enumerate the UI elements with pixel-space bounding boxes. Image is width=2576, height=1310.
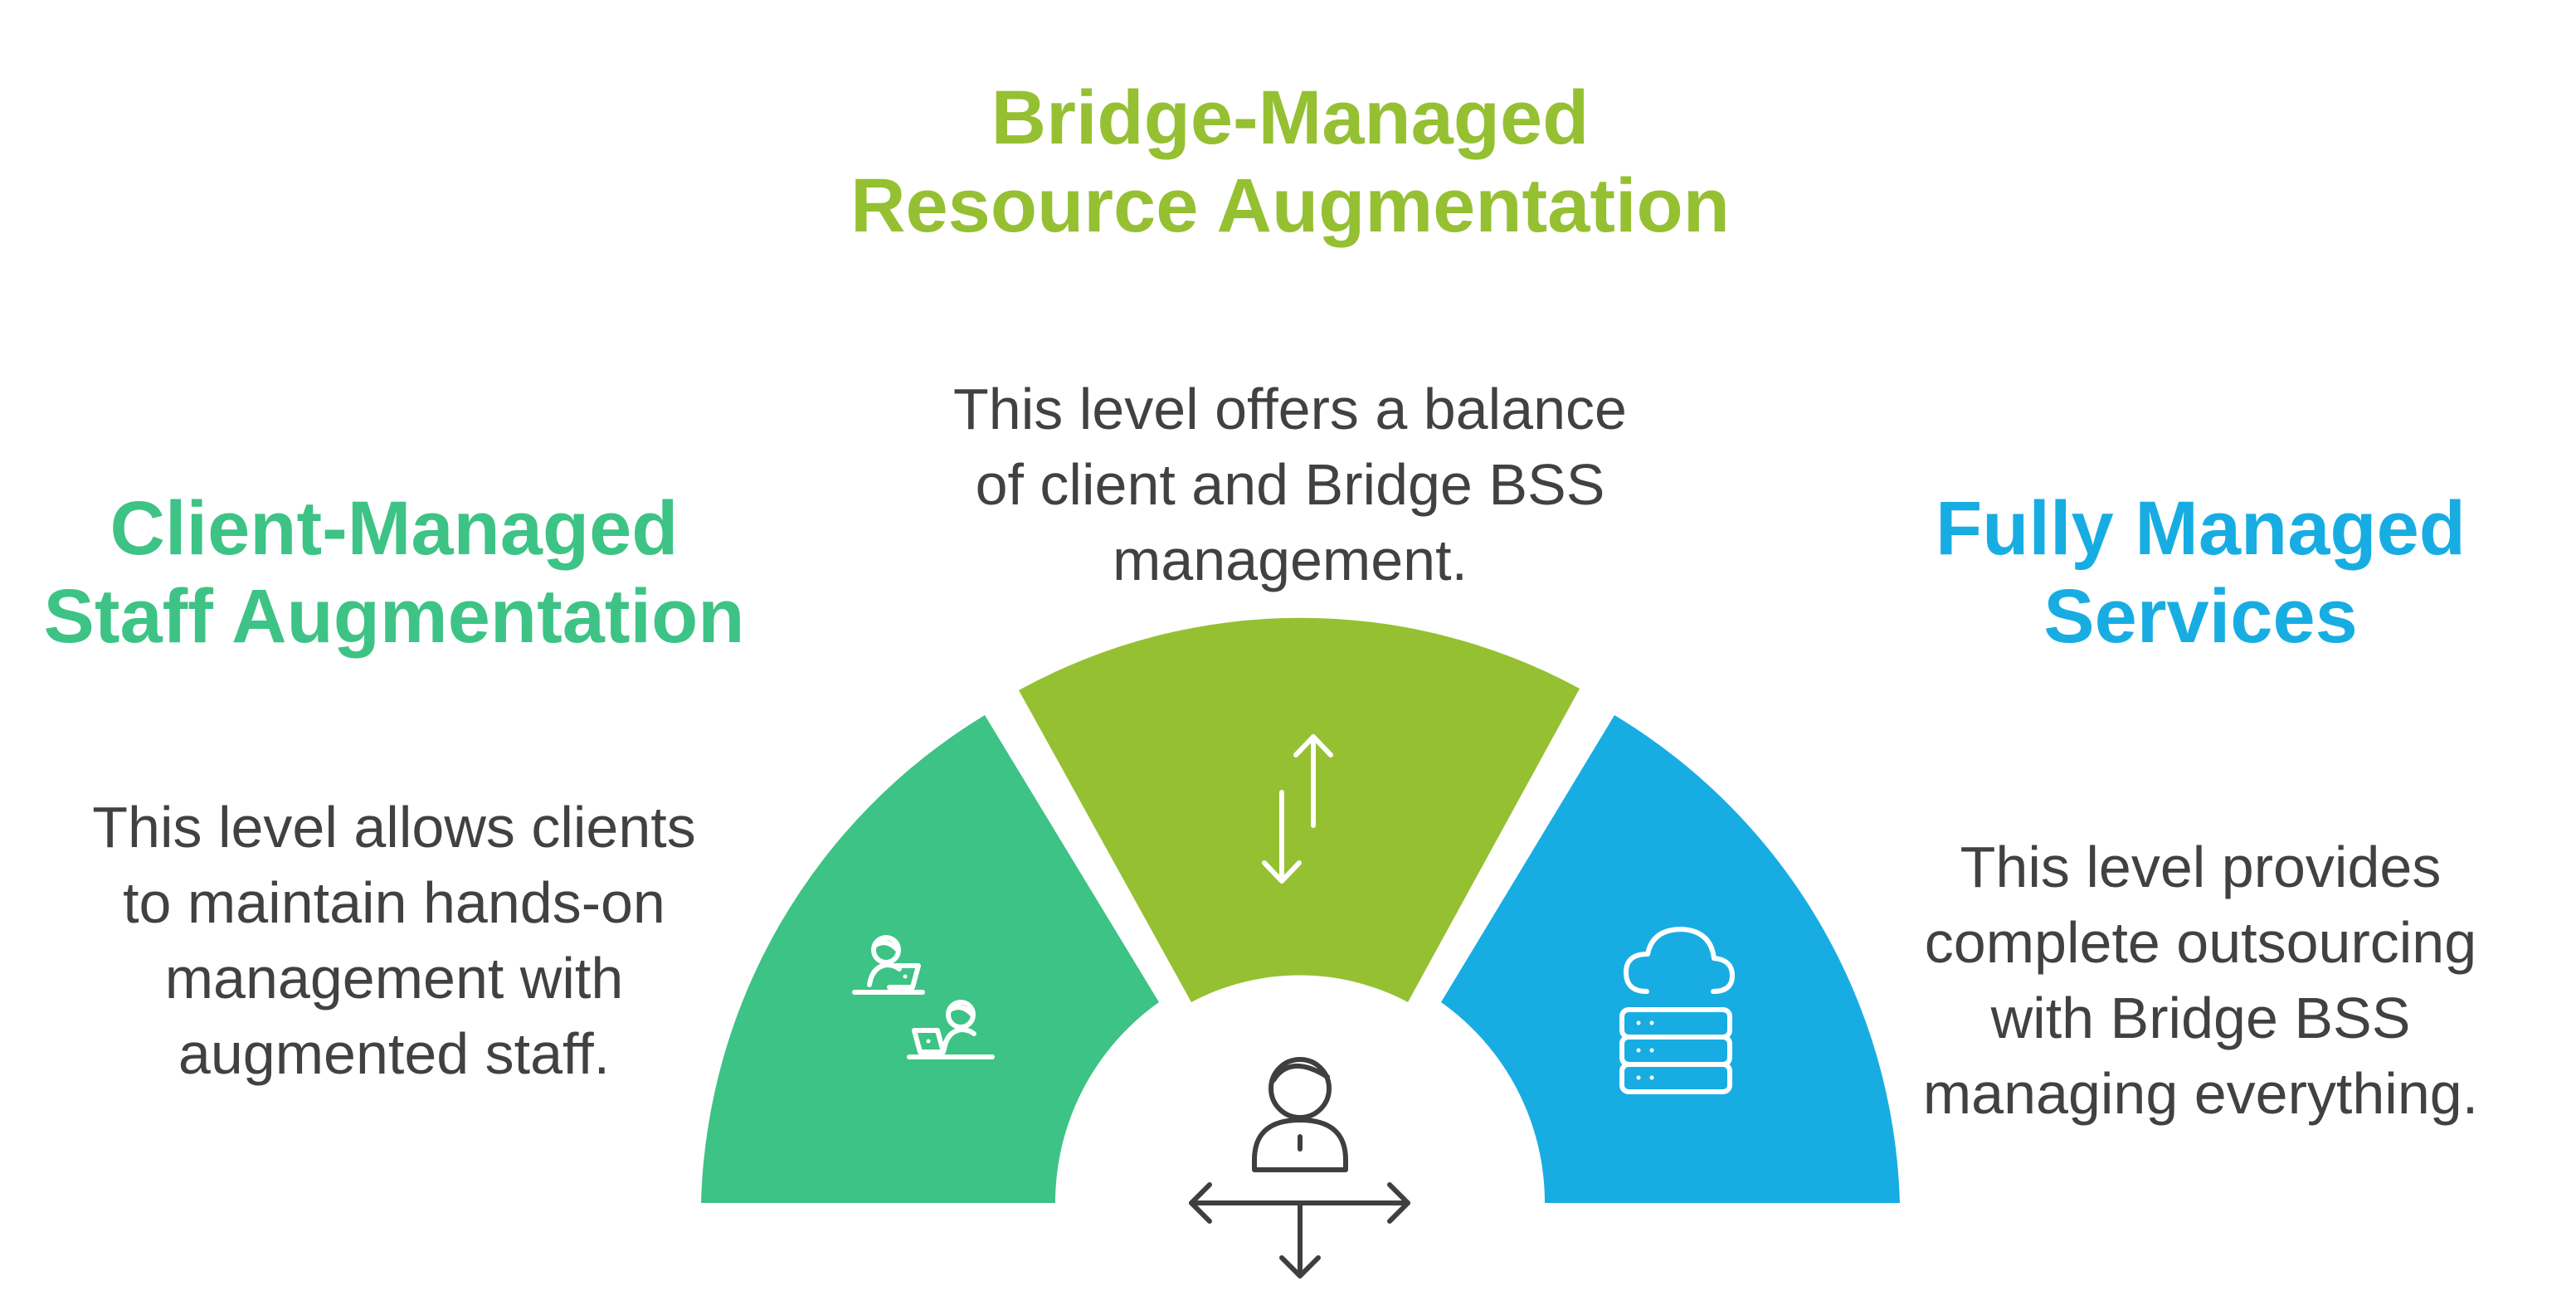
middle-desc-line-1: This level offers a balance xyxy=(953,377,1627,441)
right-title-line-1: Fully Managed xyxy=(1936,486,2466,571)
segment-middle xyxy=(1019,617,1580,1002)
middle-title-line-1: Bridge-Managed xyxy=(991,75,1590,160)
segment-left xyxy=(701,715,1159,1203)
middle-segment-title: Bridge-Managed Resource Augmentation xyxy=(801,75,1780,251)
right-segment-description: This level provides complete outsourcing… xyxy=(1825,830,2576,1132)
right-segment-title: Fully Managed Services xyxy=(1825,485,2576,661)
cloud-server-icon xyxy=(1619,927,1735,1094)
middle-segment-description: This level offers a balance of client an… xyxy=(801,372,1780,598)
right-desc-line-2: complete outsourcing xyxy=(1924,910,2477,975)
right-desc-line-4: managing everything. xyxy=(1922,1061,2479,1126)
left-title-line-2: Staff Augmentation xyxy=(43,573,745,659)
left-desc-line-4: augmented staff. xyxy=(178,1021,611,1086)
segment-right xyxy=(1441,715,1900,1203)
middle-desc-line-2: of client and Bridge BSS xyxy=(975,452,1605,517)
right-desc-line-1: This level provides xyxy=(1960,835,2442,899)
left-title-line-1: Client-Managed xyxy=(110,486,679,571)
up-down-arrows-icon xyxy=(1262,734,1333,884)
left-desc-line-3: management with xyxy=(164,946,624,1011)
middle-desc-line-3: management. xyxy=(1112,528,1468,592)
middle-title-line-2: Resource Augmentation xyxy=(850,163,1730,248)
person-directions-icon xyxy=(1189,1057,1410,1278)
left-segment-description: This level allows clients to maintain ha… xyxy=(0,790,788,1092)
left-segment-title: Client-Managed Staff Augmentation xyxy=(0,485,788,661)
right-title-line-2: Services xyxy=(2043,573,2358,659)
left-desc-line-2: to maintain hands-on xyxy=(123,870,665,935)
people-laptops-icon xyxy=(852,935,995,1059)
left-desc-line-1: This level allows clients xyxy=(92,795,696,860)
right-desc-line-3: with Bridge BSS xyxy=(1990,986,2411,1050)
